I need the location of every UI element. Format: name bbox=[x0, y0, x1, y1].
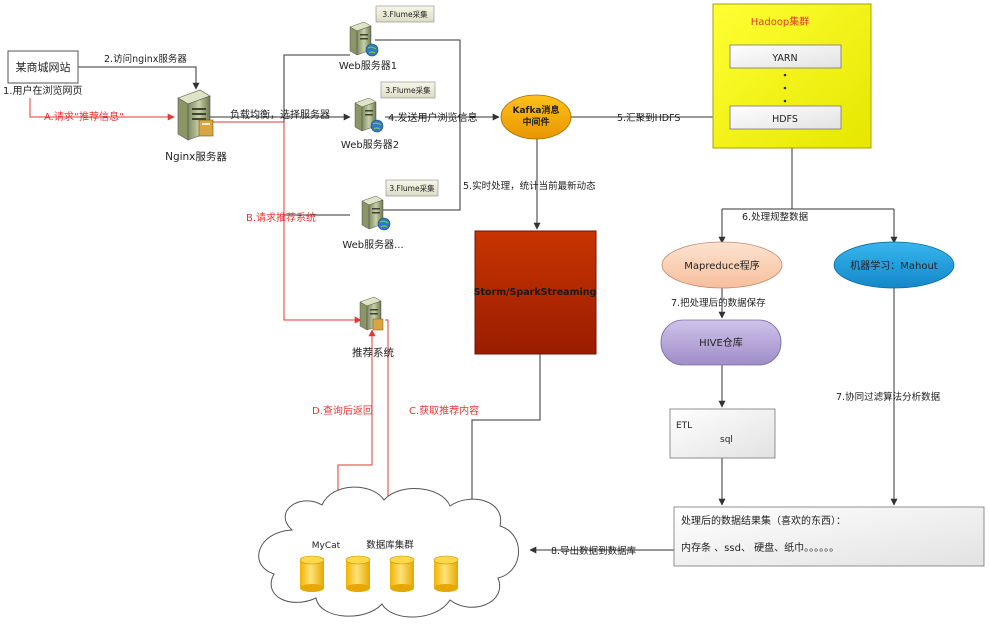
label-load-balance: 负载均衡，选择服务器 bbox=[230, 108, 330, 121]
flume-tag-2: 3.Flume采集 bbox=[380, 81, 436, 99]
db-cylinder bbox=[299, 555, 325, 592]
recommend-system-label: 推荐系统 bbox=[352, 346, 394, 359]
label-req-rec-info: A.请求“推荐信息” bbox=[44, 110, 124, 123]
label-save-result: 7.把处理后的数据保存 bbox=[671, 297, 766, 309]
kafka-label-line1: Kafka消息 bbox=[512, 104, 559, 116]
etl-node: ETL sql bbox=[669, 408, 776, 459]
web-server-2-icon bbox=[354, 97, 384, 133]
mall-site-box: 某商城网站 bbox=[7, 50, 79, 84]
red-flow-a bbox=[29, 98, 175, 121]
label-realtime: 5.实时处理，统计当前最新动态 bbox=[463, 180, 596, 192]
mycat-label: MyCat bbox=[312, 541, 341, 551]
db-cluster-label: 数据库集群 bbox=[366, 539, 414, 551]
mahout-label: 机器学习：Mahout bbox=[850, 259, 938, 272]
label-process-data: 6.处理规整数据 bbox=[742, 211, 809, 223]
connector-web-bus bbox=[283, 54, 350, 216]
web-server-2-label: Web服务器2 bbox=[341, 138, 399, 151]
results-items: 内存条 、ssd、 硬盘、纸巾。。。。。。 bbox=[681, 541, 839, 554]
connector-storm-to-db bbox=[468, 354, 541, 529]
flume-tag-1-label: 3.Flume采集 bbox=[382, 9, 428, 19]
db-cylinder bbox=[433, 555, 459, 592]
ellipsis-dot bbox=[783, 73, 787, 77]
red-flow-b bbox=[205, 121, 362, 324]
label-req-rec-sys: B.请求推荐系统 bbox=[246, 211, 316, 224]
web-server-1-label: Web服务器1 bbox=[339, 59, 397, 72]
flume-tag-2-label: 3.Flume采集 bbox=[385, 85, 431, 95]
storm-node: Storm/SparkStreaming bbox=[474, 230, 597, 355]
hdfs-label: HDFS bbox=[772, 114, 798, 125]
red-flow-c bbox=[384, 319, 392, 515]
connector-visit-nginx bbox=[60, 66, 200, 90]
label-export-db: 8.导出数据到数据库 bbox=[551, 545, 637, 557]
db-cylinder bbox=[389, 555, 415, 592]
label-get-rec: C.获取推荐内容 bbox=[409, 404, 479, 417]
kafka-node: Kafka消息 中间件 bbox=[500, 94, 572, 140]
label-to-hdfs: 5.汇聚到HDFS bbox=[617, 112, 680, 124]
hdfs-box bbox=[729, 105, 842, 130]
sql-label: sql bbox=[720, 435, 733, 445]
kafka-label-line2: 中间件 bbox=[522, 116, 549, 128]
db-cylinder bbox=[345, 555, 371, 592]
connector-web-to-kafka bbox=[375, 39, 499, 211]
connector-hadoop-split bbox=[722, 148, 894, 210]
results-box: 处理后的数据结果集（喜欢的东西）： 内存条 、ssd、 硬盘、纸巾。。。。。。 bbox=[673, 506, 985, 567]
web-server-3-icon bbox=[361, 195, 391, 231]
mall-site-label: 某商城网站 bbox=[16, 60, 71, 74]
label-visit-nginx: 2.访问nginx服务器 bbox=[104, 53, 187, 65]
nginx-server-icon bbox=[177, 89, 214, 141]
database-cloud bbox=[258, 486, 519, 618]
nginx-server-label: Nginx服务器 bbox=[165, 150, 227, 163]
label-user-browse: 1.用户在浏览网页 bbox=[3, 84, 83, 97]
flume-tag-3-label: 3.Flume采集 bbox=[389, 183, 435, 193]
hadoop-title: Hadoop集群 bbox=[751, 15, 810, 28]
hadoop-cluster: Hadoop集群 YARN HDFS bbox=[712, 3, 872, 149]
hive-node: HIVE仓库 bbox=[660, 319, 782, 366]
label-send-info: 4.发送用户浏览信息 bbox=[388, 111, 478, 124]
yarn-label: YARN bbox=[771, 53, 797, 64]
results-title: 处理后的数据结果集（喜欢的东西）： bbox=[681, 514, 846, 527]
label-collab-filter: 7.协同过滤算法分析数据 bbox=[836, 391, 941, 403]
storm-label: Storm/SparkStreaming bbox=[474, 287, 597, 298]
mapreduce-label: Mapreduce程序 bbox=[684, 259, 759, 272]
web-server-1-icon bbox=[349, 21, 379, 57]
flume-tag-1: 3.Flume采集 bbox=[375, 5, 435, 23]
ellipsis-dot bbox=[783, 99, 787, 103]
web-server-3-label: Web服务器... bbox=[342, 238, 403, 251]
label-query-return: D.查询后返回 bbox=[312, 404, 373, 417]
hive-label: HIVE仓库 bbox=[699, 336, 743, 349]
mahout-node: 机器学习：Mahout bbox=[833, 241, 955, 289]
recommend-server-icon bbox=[359, 296, 384, 331]
ellipsis-dot bbox=[783, 86, 787, 90]
flume-tag-3: 3.Flume采集 bbox=[385, 179, 439, 197]
yarn-box bbox=[729, 44, 842, 69]
etl-label: ETL bbox=[676, 421, 692, 431]
mapreduce-node: Mapreduce程序 bbox=[661, 241, 783, 289]
